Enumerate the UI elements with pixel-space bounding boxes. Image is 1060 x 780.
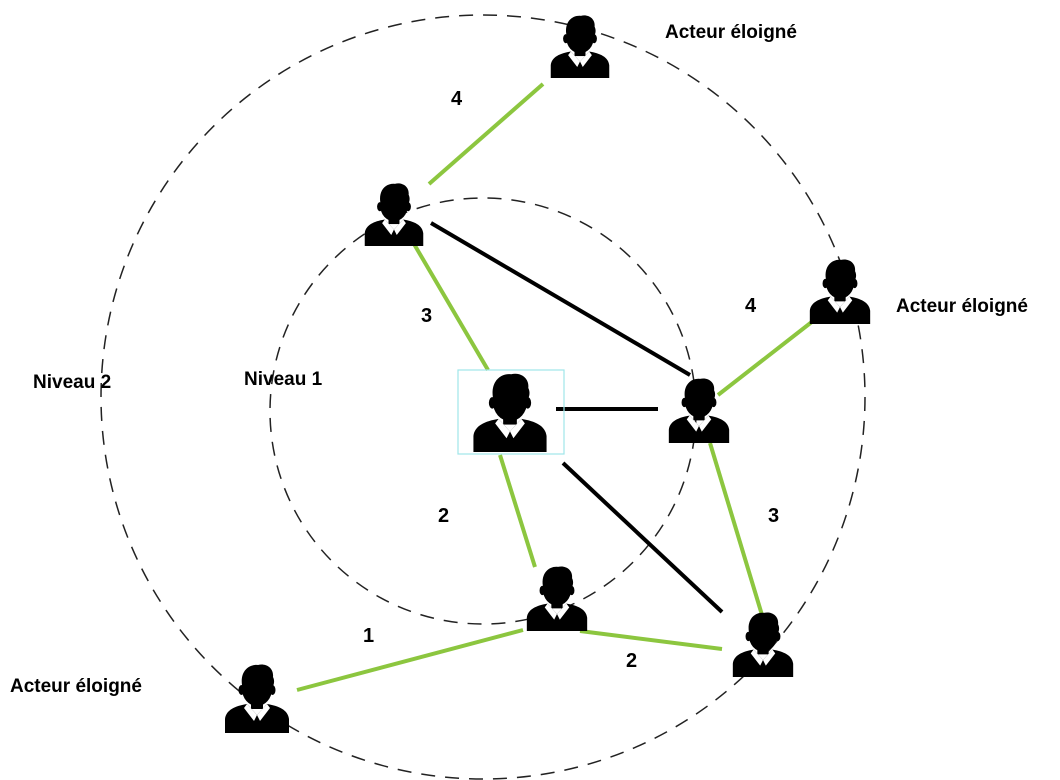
edge-weight-label: 3 xyxy=(768,505,779,527)
actor-far-left-icon[interactable] xyxy=(225,664,289,733)
actor-bottom-icon[interactable] xyxy=(526,566,588,631)
edge-weight-label: 2 xyxy=(626,650,637,672)
edge-far-top-a-top xyxy=(427,82,545,186)
edge-weight-label: 4 xyxy=(745,295,757,317)
far-actor-label-right: Acteur éloigné xyxy=(896,296,1028,317)
edge-a-bottom-a-bottomright xyxy=(579,629,723,651)
ring-label-level-2: Niveau 2 xyxy=(33,372,111,393)
edge-a-right-a-bottomright xyxy=(708,442,764,616)
edge-ego-a-bottom xyxy=(498,454,537,568)
ring-level-2 xyxy=(100,14,866,780)
edge-weight-label: 4 xyxy=(451,88,463,110)
edge-a-top-a-right xyxy=(429,221,692,377)
ego-highlight-box xyxy=(457,369,565,455)
actor-bottomright-icon[interactable] xyxy=(732,612,794,677)
edge-ego-a-bottomright xyxy=(561,461,724,614)
far-actor-label-top: Acteur éloigné xyxy=(665,22,797,43)
edge-weight-label: 1 xyxy=(363,625,374,647)
edge-a-top-ego xyxy=(412,242,490,372)
actor-right-icon[interactable] xyxy=(668,378,730,443)
edge-weight-label: 3 xyxy=(421,305,432,327)
actor-far-top-icon[interactable] xyxy=(550,15,610,78)
actor-ego-icon[interactable] xyxy=(473,373,547,452)
far-actor-label-left: Acteur éloigné xyxy=(10,676,142,697)
edge-weight-label: 2 xyxy=(438,505,449,527)
edges xyxy=(296,82,815,692)
edge-far-right-a-right xyxy=(716,319,815,397)
ring-label-level-1: Niveau 1 xyxy=(244,369,323,390)
actor-far-right-icon[interactable] xyxy=(809,259,871,324)
actor-top-icon[interactable] xyxy=(364,183,424,246)
edge-far-left-a-bottom xyxy=(296,628,524,692)
